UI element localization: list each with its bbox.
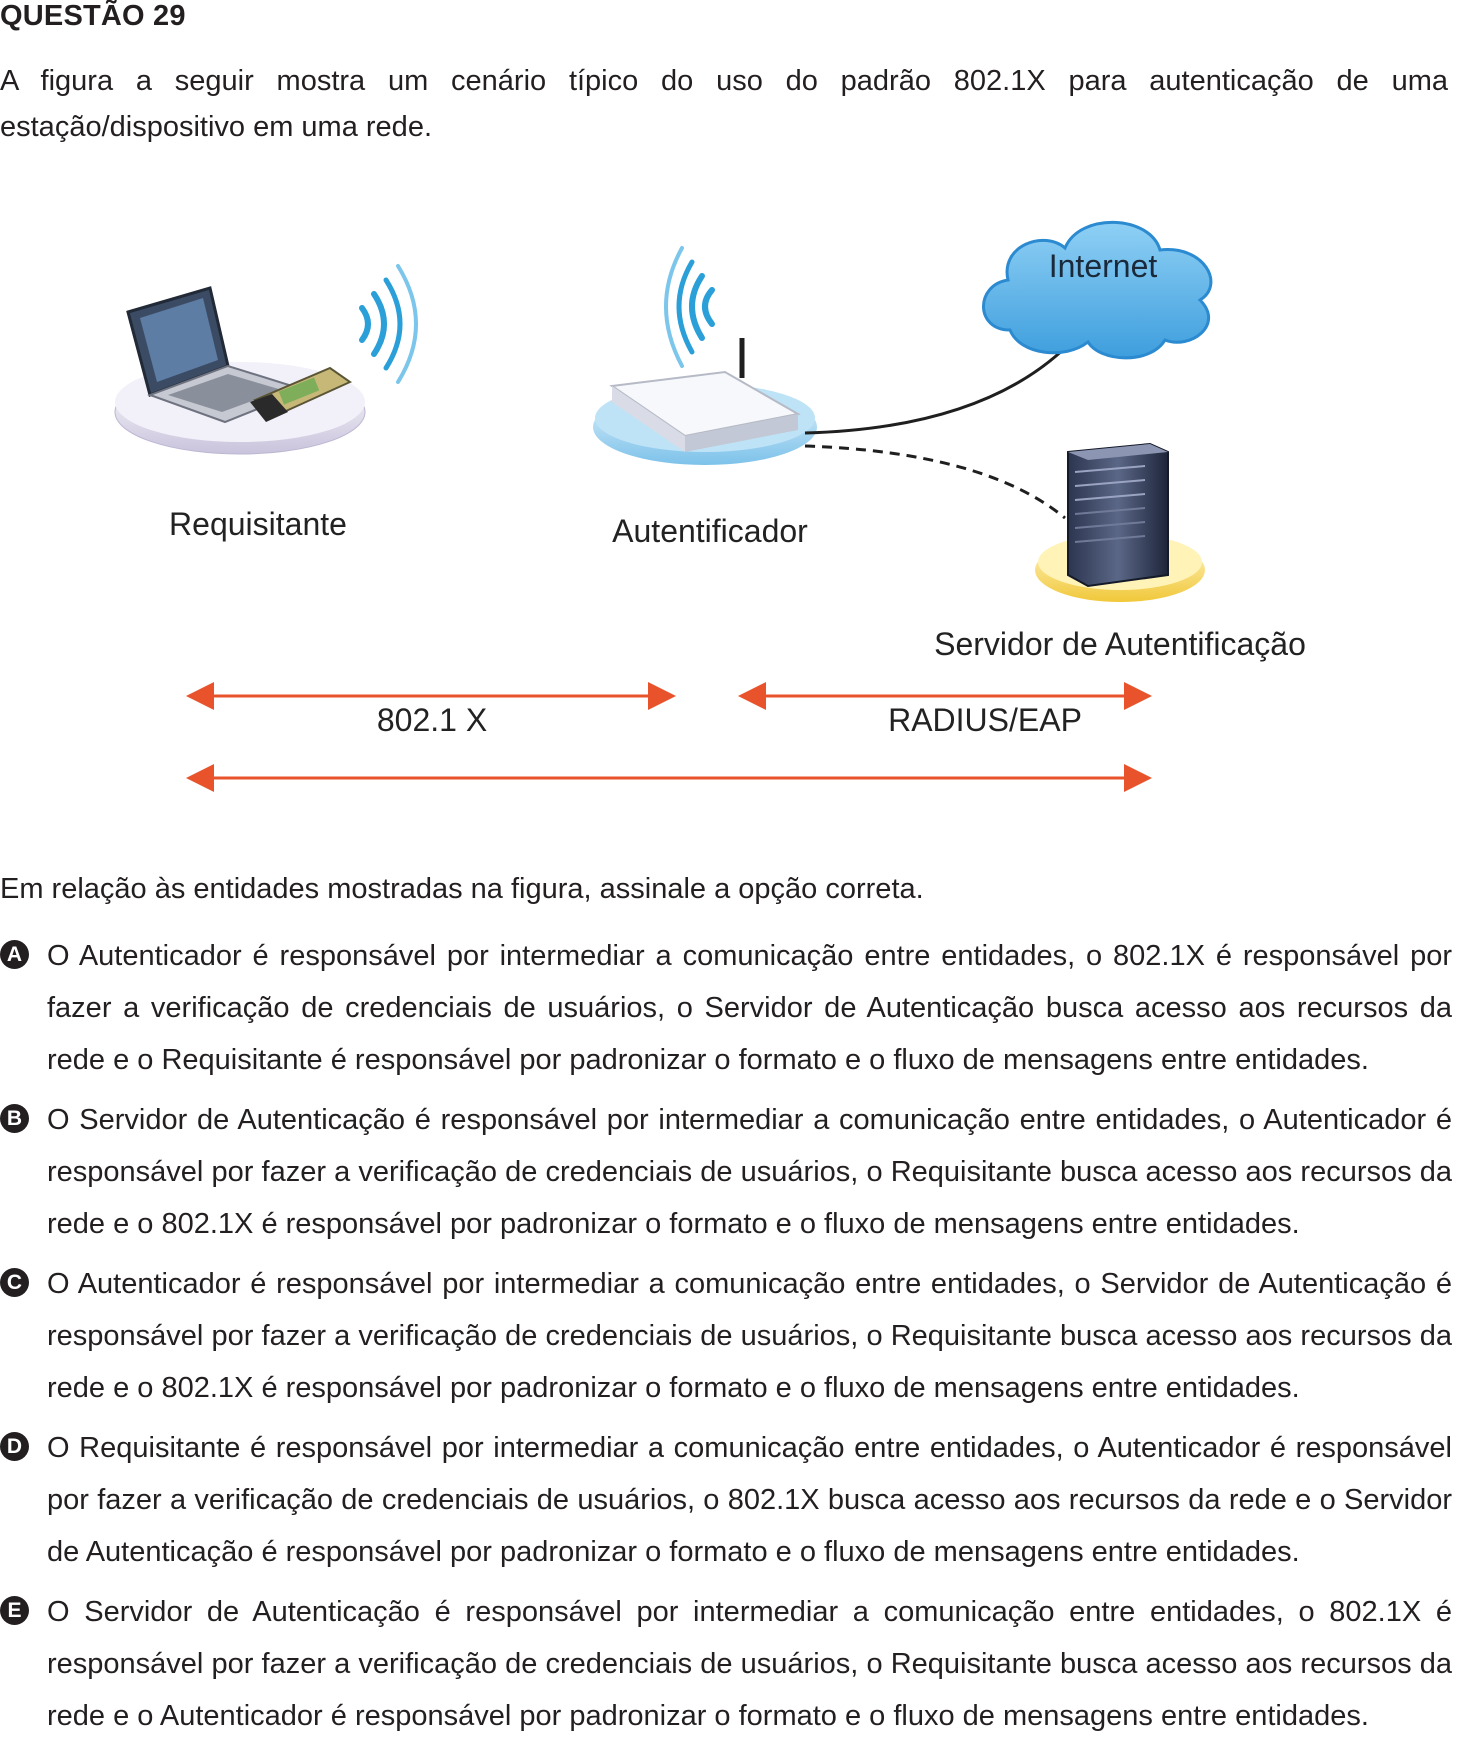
option-a[interactable]: A O Autenticador é responsável por inter… (0, 930, 1452, 1086)
protocol-8021x-label: 802.1 X (377, 702, 487, 738)
authenticator-label: Autentificador (612, 513, 808, 549)
radius-link-line (804, 444, 1066, 520)
option-letter-badge: B (0, 1104, 29, 1133)
server-label: Servidor de Autentificação (934, 626, 1306, 662)
option-e[interactable]: E O Servidor de Autenticação é responsáv… (0, 1586, 1452, 1742)
arrow-end-to-end (186, 764, 1152, 792)
network-diagram: Requisitante Autentificador Internet Ser… (114, 220, 1306, 792)
option-text: O Servidor de Autenticação é responsável… (47, 1104, 1452, 1240)
option-b[interactable]: B O Servidor de Autenticação é responsáv… (0, 1094, 1452, 1250)
option-letter-badge: A (0, 940, 29, 969)
question-intro: A figura a seguir mostra um cenário típi… (0, 65, 1448, 143)
option-text: O Requisitante é responsável por interme… (47, 1432, 1452, 1568)
access-point-icon (593, 338, 817, 465)
option-text: O Servidor de Autenticação é responsável… (47, 1596, 1452, 1732)
option-text: O Autenticador é responsável por interme… (47, 940, 1452, 1076)
wireless-card-icon (250, 366, 353, 422)
cloud-icon (982, 220, 1213, 360)
protocol-radius-label: RADIUS/EAP (888, 702, 1082, 738)
question-title: QUESTÃO 29 (0, 0, 186, 32)
wifi-waves-icon (664, 246, 715, 368)
option-d[interactable]: D O Requisitante é responsável por inter… (0, 1422, 1452, 1578)
option-letter-badge: E (0, 1596, 29, 1625)
server-icon (1035, 442, 1205, 602)
arrow-radius-eap (738, 682, 1152, 710)
answer-options: A O Autenticador é responsável por inter… (0, 930, 1452, 1750)
wifi-waves-icon (359, 264, 418, 384)
option-text: O Autenticador é responsável por interme… (47, 1268, 1452, 1404)
supplicant-label: Requisitante (169, 506, 347, 542)
option-letter-badge: C (0, 1268, 29, 1297)
option-c[interactable]: C O Autenticador é responsável por inter… (0, 1258, 1452, 1414)
option-letter-badge: D (0, 1432, 29, 1461)
arrow-8021x (186, 682, 676, 710)
question-prompt: Em relação às entidades mostradas na fig… (0, 873, 924, 905)
internet-link-line (804, 336, 1077, 435)
internet-label: Internet (1049, 248, 1158, 284)
